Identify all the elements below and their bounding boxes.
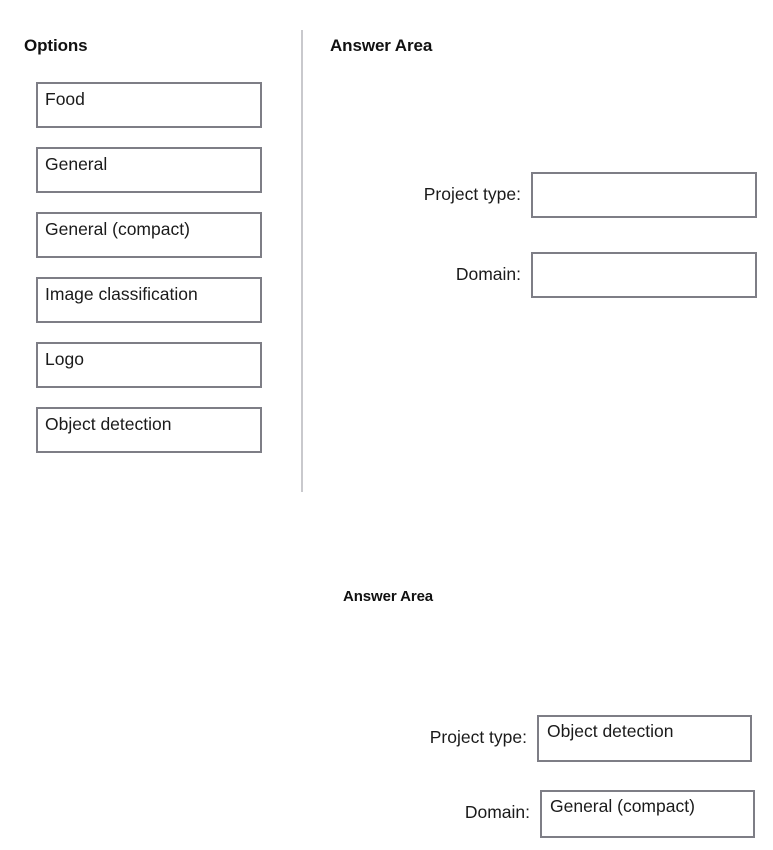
answer-area-heading-bottom: Answer Area xyxy=(343,588,434,605)
option-item-general-compact[interactable]: General (compact) xyxy=(36,212,262,258)
answer-row-domain-top: Domain: xyxy=(389,252,757,298)
pane-divider xyxy=(301,30,303,492)
options-list: Food General General (compact) Image cla… xyxy=(36,82,262,453)
option-item-food[interactable]: Food xyxy=(36,82,262,128)
dropzone-project-type-top[interactable] xyxy=(531,172,757,218)
option-item-object-detection[interactable]: Object detection xyxy=(36,407,262,453)
dropzone-domain-bottom[interactable]: General (compact) xyxy=(540,790,755,838)
dropzone-domain-top[interactable] xyxy=(531,252,757,298)
label-project-type-bottom: Project type: xyxy=(429,727,527,747)
answer-area-heading-top: Answer Area xyxy=(330,36,433,55)
dropzone-project-type-bottom[interactable]: Object detection xyxy=(537,715,752,762)
answer-row-project-type-top: Project type: xyxy=(389,172,757,218)
label-domain-top: Domain: xyxy=(455,264,521,284)
label-domain-bottom: Domain: xyxy=(464,802,530,822)
options-heading: Options xyxy=(24,36,88,55)
option-item-logo[interactable]: Logo xyxy=(36,342,262,388)
answer-row-domain-bottom: Domain: General (compact) xyxy=(398,790,755,838)
label-project-type-top: Project type: xyxy=(423,184,521,204)
answer-row-project-type-bottom: Project type: Object detection xyxy=(395,715,752,762)
option-item-general[interactable]: General xyxy=(36,147,262,193)
option-item-image-classification[interactable]: Image classification xyxy=(36,277,262,323)
